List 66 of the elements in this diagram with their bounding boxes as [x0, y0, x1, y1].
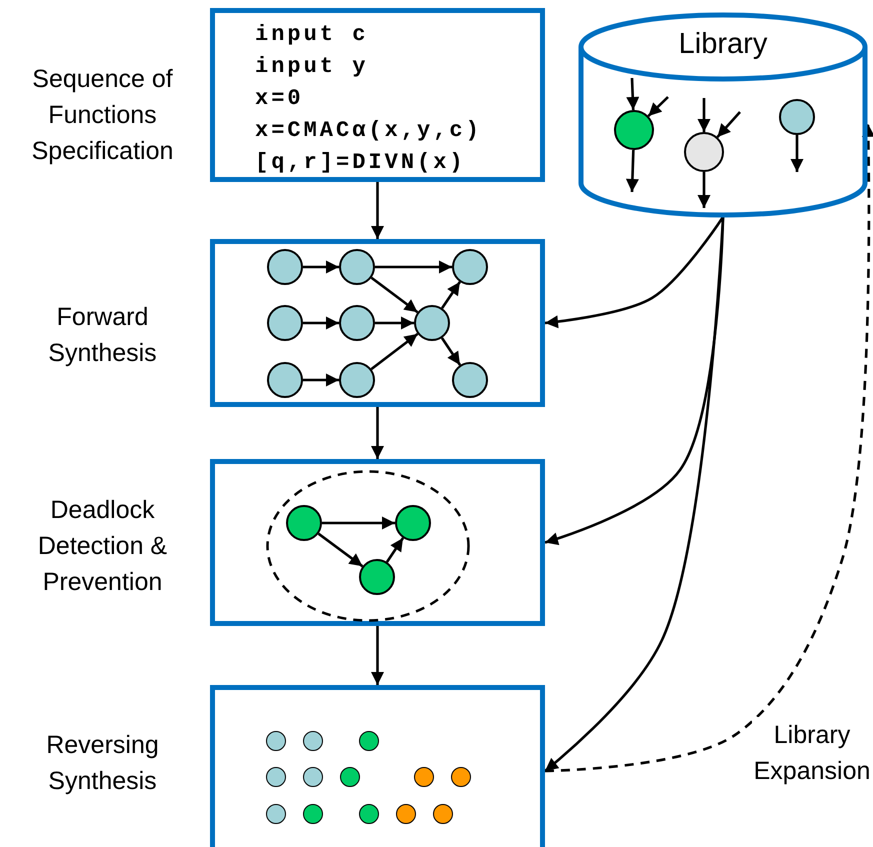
graph-node-circle: [303, 767, 323, 787]
library-cylinder: [578, 10, 868, 217]
graph-node-circle: [266, 731, 286, 751]
arrow: [370, 332, 418, 370]
graph-node-circle: [614, 110, 654, 150]
graph-node-circle: [266, 804, 286, 824]
stage-label: Sequence of Functions Specification: [30, 64, 174, 167]
graph-node-circle: [414, 305, 450, 341]
arrow: [371, 407, 384, 459]
code-line: x=0: [255, 85, 304, 113]
graph-node-circle: [433, 804, 453, 824]
code-line: input y: [255, 53, 368, 81]
arrow: [303, 260, 339, 274]
arrow: [544, 216, 724, 545]
graph-node-circle: [303, 731, 323, 751]
arrow: [370, 276, 418, 314]
arrow: [790, 135, 804, 172]
graph-node-circle: [267, 305, 303, 341]
code-line: input c: [255, 21, 368, 49]
arrow: [322, 516, 395, 530]
arrow: [544, 124, 873, 772]
graph-node-circle: [359, 731, 379, 751]
graph-node-circle: [267, 249, 303, 285]
arrow: [303, 316, 339, 330]
arrow: [626, 150, 639, 192]
code-line: [q,r]=DIVN(x): [255, 149, 466, 177]
arrow: [371, 626, 384, 685]
graph-node-circle: [414, 767, 434, 787]
arrow: [386, 537, 404, 563]
graph-node-circle: [779, 99, 815, 135]
arrow: [647, 96, 669, 117]
graph-node-circle: [286, 505, 322, 541]
graph-node-circle: [452, 249, 488, 285]
cylinder-label: Library: [678, 27, 768, 62]
stage-label: Reversing Synthesis: [45, 730, 160, 797]
stage-label: Forward Synthesis: [47, 302, 158, 369]
graph-node-circle: [684, 132, 724, 172]
arrow: [371, 182, 384, 239]
graph-node-circle: [359, 804, 379, 824]
stage-label: Deadlock Detection & Prevention: [36, 494, 168, 598]
graph-node-circle: [303, 804, 323, 824]
graph-node-circle: [396, 804, 416, 824]
arrow: [698, 172, 710, 208]
arrow: [303, 374, 339, 386]
arrow: [698, 98, 710, 132]
arrow: [375, 316, 414, 330]
graph-node-circle: [266, 767, 286, 787]
graph-node-circle: [359, 559, 395, 595]
code-line: x=CMACα(x,y,c): [255, 117, 482, 145]
graph-node-circle: [395, 505, 431, 541]
arrow: [375, 260, 452, 274]
graph-node-circle: [452, 362, 488, 398]
arrow: [544, 216, 724, 328]
graph-node-circle: [339, 249, 375, 285]
arrow: [544, 216, 724, 772]
arrow: [318, 532, 364, 568]
arrow: [626, 78, 640, 110]
dashed-ellipse: [266, 470, 470, 622]
arrow: [716, 111, 741, 138]
graph-node-circle: [451, 767, 471, 787]
arrow: [441, 281, 461, 309]
graph-node-circle: [267, 362, 303, 398]
graph-node-circle: [340, 767, 360, 787]
graph-node-circle: [339, 362, 375, 398]
arrow: [440, 337, 462, 366]
graph-node-circle: [339, 305, 375, 341]
